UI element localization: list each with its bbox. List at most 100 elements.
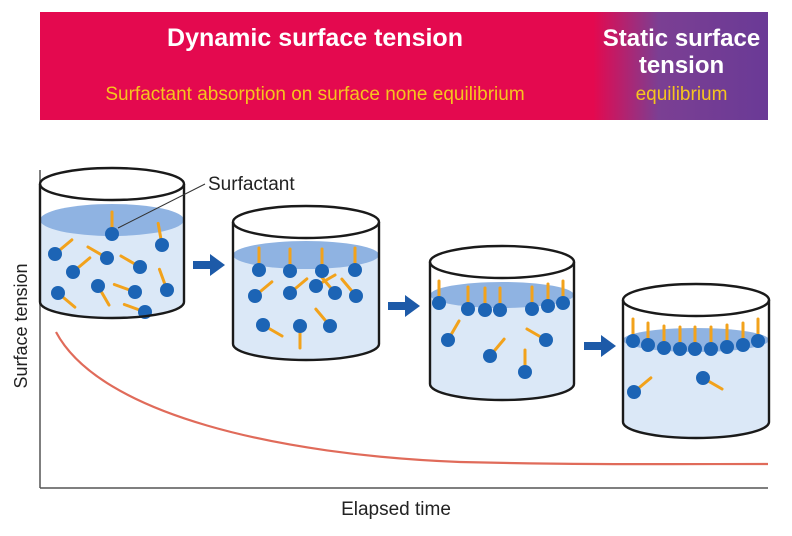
beaker-rim — [428, 244, 576, 280]
arrow-1 — [193, 254, 225, 276]
molecule-head — [688, 342, 702, 356]
surfactant-leader-line — [117, 183, 206, 229]
surface-molecule — [626, 317, 640, 348]
molecule-head — [133, 260, 147, 274]
molecule-head — [696, 371, 710, 385]
arrow-head — [405, 295, 420, 317]
beaker-1 — [38, 166, 186, 320]
surface-molecule — [478, 286, 492, 317]
molecule-head — [155, 238, 169, 252]
molecule-head — [160, 283, 174, 297]
surfactant-molecule — [48, 238, 74, 261]
surfactant-molecule — [518, 348, 532, 379]
surface-tension-curve — [55, 331, 769, 466]
surface-molecule — [315, 247, 329, 278]
arrow-head — [601, 335, 616, 357]
surface-molecule — [751, 317, 765, 348]
surface-molecule — [736, 321, 750, 352]
static-title-line2: tension — [638, 52, 725, 79]
surfactant-molecule — [51, 286, 77, 309]
arrow-shaft — [388, 302, 407, 310]
molecule-head — [252, 263, 266, 277]
surfactant-molecule — [441, 319, 461, 347]
molecule-head — [525, 302, 539, 316]
molecule-head — [48, 247, 62, 261]
beaker-outline — [621, 300, 771, 440]
dynamic-subtitle-b: none equilibrium — [385, 84, 525, 105]
dynamic-title: Dynamic surface tension — [167, 24, 463, 52]
molecule-head — [432, 296, 446, 310]
beakers — [38, 166, 771, 440]
molecule-head — [91, 279, 105, 293]
molecule-head — [309, 279, 323, 293]
x-axis-label: Elapsed time — [341, 499, 451, 520]
surfactant-molecule — [157, 267, 174, 297]
molecule-head — [315, 264, 329, 278]
molecule-head — [720, 340, 734, 354]
molecule-head — [323, 319, 337, 333]
molecule-head — [349, 289, 363, 303]
surface-molecule — [720, 323, 734, 354]
molecule-head — [736, 338, 750, 352]
surfactant-molecule — [314, 307, 337, 333]
surfactant-molecule — [283, 277, 309, 300]
surface-molecule — [541, 282, 555, 313]
molecule-head — [51, 286, 65, 300]
surfactant-molecule — [66, 256, 92, 279]
arrow-shaft — [584, 342, 603, 350]
molecule-head — [478, 303, 492, 317]
static-subtitle: equilibrium — [635, 84, 728, 105]
molecule-head — [328, 286, 342, 300]
arrows — [193, 254, 616, 357]
molecule-head — [256, 318, 270, 332]
surface-molecule — [673, 325, 687, 356]
arrow-3 — [584, 335, 616, 357]
molecule-head — [541, 299, 555, 313]
molecule-head — [248, 289, 262, 303]
surfactant-molecule — [248, 280, 274, 303]
header-banner: Dynamic surface tension Surfactant absor… — [40, 12, 768, 120]
surfactant-molecule — [119, 254, 147, 274]
water — [623, 340, 769, 438]
water-surface — [430, 282, 574, 308]
beaker-outline — [231, 222, 381, 362]
molecule-head — [751, 334, 765, 348]
surface-molecule — [525, 285, 539, 316]
surfactant-molecule — [293, 319, 307, 350]
y-axis-label: Surface tension — [11, 263, 31, 388]
surfactant-molecule — [112, 282, 142, 299]
molecule-head — [441, 333, 455, 347]
molecule-head — [283, 286, 297, 300]
surface-molecule — [688, 325, 702, 356]
beaker-2 — [231, 204, 381, 362]
molecule-head — [518, 365, 532, 379]
molecule-head — [66, 265, 80, 279]
molecule-head — [704, 342, 718, 356]
surfactant-molecule — [155, 221, 169, 252]
surface-molecule — [461, 285, 475, 316]
molecule-head — [673, 342, 687, 356]
molecule-head — [627, 385, 641, 399]
surface-molecule — [704, 325, 718, 356]
beaker-rim — [38, 166, 186, 202]
surfactant-molecule — [86, 245, 114, 265]
arrow-shaft — [193, 261, 212, 269]
molecule-head — [128, 285, 142, 299]
beaker-3 — [428, 244, 576, 402]
beaker-4 — [621, 282, 771, 440]
molecule-head — [556, 296, 570, 310]
surfactant-label: Surfactant — [208, 174, 295, 195]
molecule-head — [100, 251, 114, 265]
surfactant-molecule — [340, 277, 363, 303]
dynamic-subtitle-a: Surfactant absorption on surface — [105, 84, 380, 105]
beaker-outline — [428, 262, 576, 402]
water — [430, 295, 574, 400]
molecule-head — [493, 303, 507, 317]
arrow-head — [210, 254, 225, 276]
surfactant-molecule — [256, 318, 284, 338]
surface-molecule — [657, 324, 671, 355]
molecule-head — [105, 227, 119, 241]
water-surface — [233, 241, 379, 269]
